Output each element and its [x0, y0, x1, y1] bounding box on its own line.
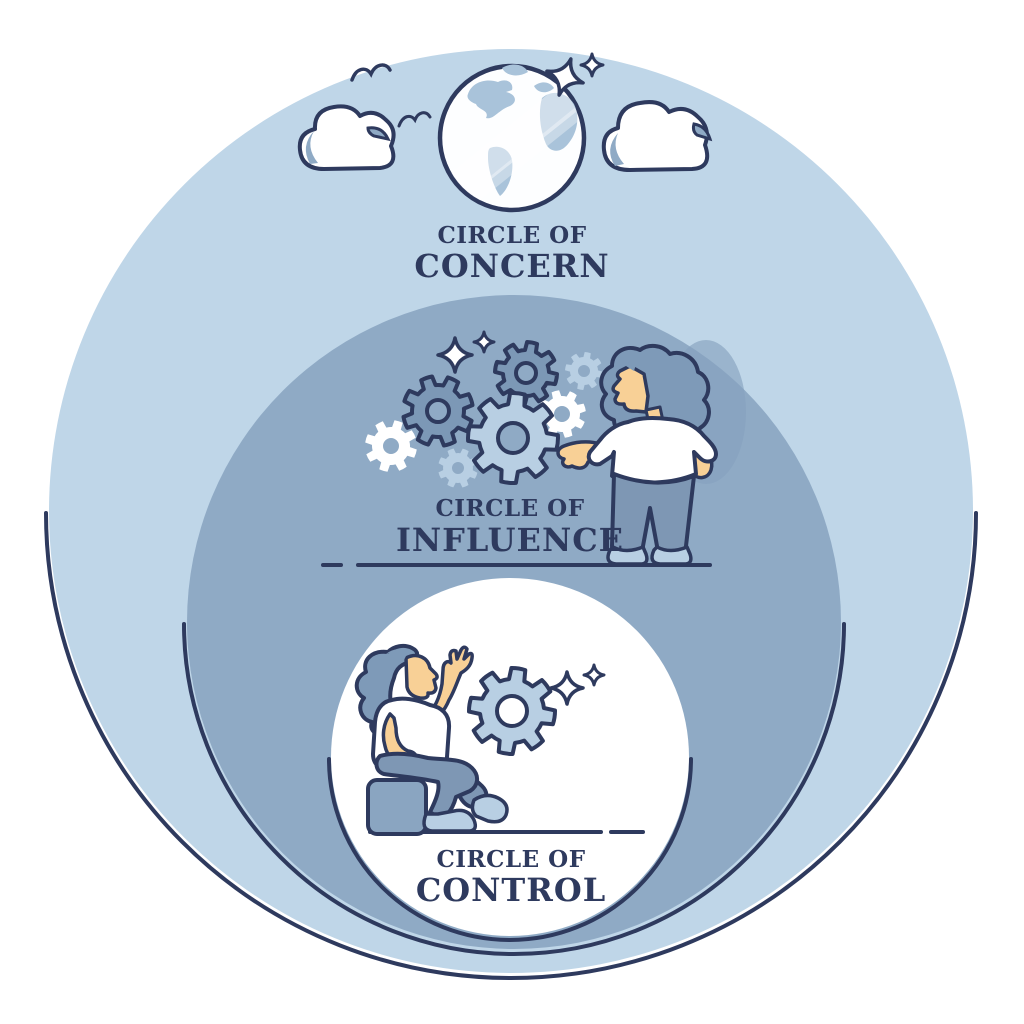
shoe — [422, 808, 478, 833]
shoe — [606, 545, 649, 566]
shoe — [470, 793, 509, 824]
concern-label-main: CONCERN — [414, 247, 609, 285]
gear-icon — [538, 390, 586, 438]
cloud-icon — [601, 100, 713, 172]
concern-label-top: CIRCLE OF — [437, 222, 586, 249]
influence-label-main: INFLUENCE — [396, 521, 624, 559]
control-label-top: CIRCLE OF — [436, 846, 585, 873]
gear-icon — [466, 665, 558, 757]
circle-of-control-region: CIRCLE OF CONTROL — [327, 578, 693, 942]
gear-icon — [365, 420, 417, 472]
influence-label-top: CIRCLE OF — [435, 495, 584, 522]
sparkle-icon — [436, 336, 474, 374]
hair-fringe — [386, 649, 408, 660]
gear-icon — [401, 374, 475, 448]
standing-person-illustration — [556, 340, 746, 566]
shoe — [650, 545, 693, 566]
gear-icon — [565, 352, 603, 390]
globe-icon — [437, 63, 587, 213]
cloud-icon — [297, 104, 396, 171]
bird-icon — [397, 111, 432, 128]
briefcase-icon — [366, 778, 428, 836]
t-shirt — [586, 416, 718, 485]
sitting-person-illustration — [354, 643, 509, 833]
face — [404, 653, 439, 700]
sparkle-icon — [549, 670, 585, 706]
sparkle-icon — [579, 52, 605, 78]
face — [611, 364, 650, 414]
sparkle-icon — [545, 57, 585, 97]
influence-circle-outline-arc — [182, 622, 846, 956]
gear-icon — [438, 448, 478, 488]
concern-circle-outline-arc — [44, 511, 978, 980]
gear-icon — [493, 340, 559, 406]
gear-icon — [466, 391, 560, 485]
sparkle-icon — [582, 663, 606, 687]
hair-fringe — [626, 356, 644, 371]
control-label-main: CONTROL — [416, 871, 606, 909]
control-circle-outline-arc — [327, 757, 693, 942]
sparkle-icon — [472, 330, 496, 354]
raised-arm — [425, 645, 474, 724]
bird-icon — [350, 63, 392, 82]
